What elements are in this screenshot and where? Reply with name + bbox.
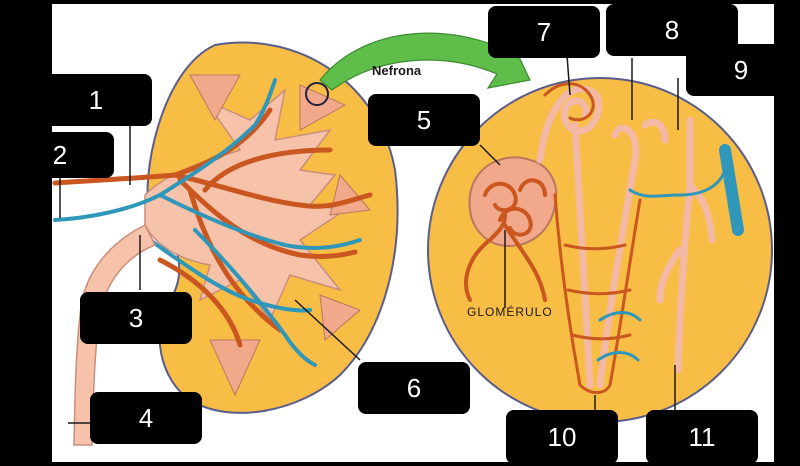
peritubular-capillaries [543, 82, 642, 394]
marker-9: 9 [686, 44, 796, 96]
leader-lines [59, 54, 679, 424]
marker-11: 11 [646, 410, 758, 464]
green-arrow [319, 32, 531, 91]
marker-2: 2 [6, 132, 114, 178]
ureter [73, 223, 157, 446]
renal-veins [53, 78, 362, 367]
kidney [52, 41, 399, 446]
marker-7: 7 [488, 6, 600, 58]
glomerulus [464, 178, 547, 302]
marker-6: 6 [358, 362, 470, 414]
collecting-vein [719, 144, 744, 236]
marker-10: 10 [506, 410, 618, 464]
marker-1: 1 [40, 74, 152, 126]
marker-3: 3 [80, 292, 192, 344]
nephron-highlight-circle [305, 82, 329, 106]
capillary-veins [596, 168, 727, 362]
marker-4: 4 [90, 392, 202, 444]
nephron-detail: GLOMÉRULO [427, 77, 773, 423]
glomerulo-label: GLOMÉRULO [467, 304, 553, 319]
nefrona-label: Nefrona [372, 63, 422, 78]
marker-5: 5 [368, 94, 480, 146]
